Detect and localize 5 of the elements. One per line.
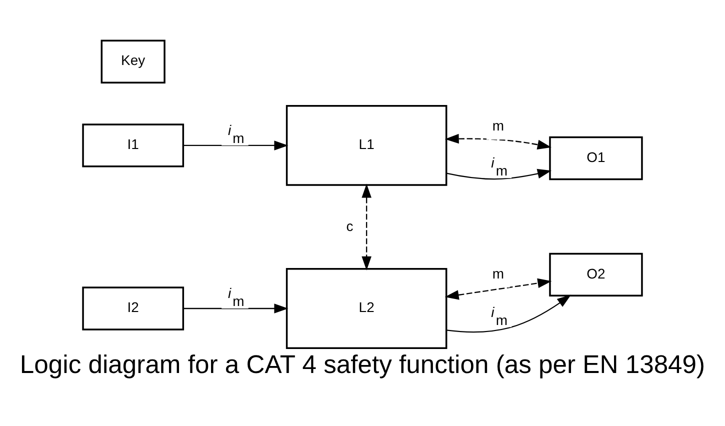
edge-label: m — [492, 265, 504, 282]
edge-label: c — [346, 218, 354, 234]
caption: Logic diagram for a CAT 4 safety function (as per EN 13849) — [20, 351, 706, 380]
edge-label: m — [492, 117, 504, 134]
label: Key — [121, 52, 146, 68]
